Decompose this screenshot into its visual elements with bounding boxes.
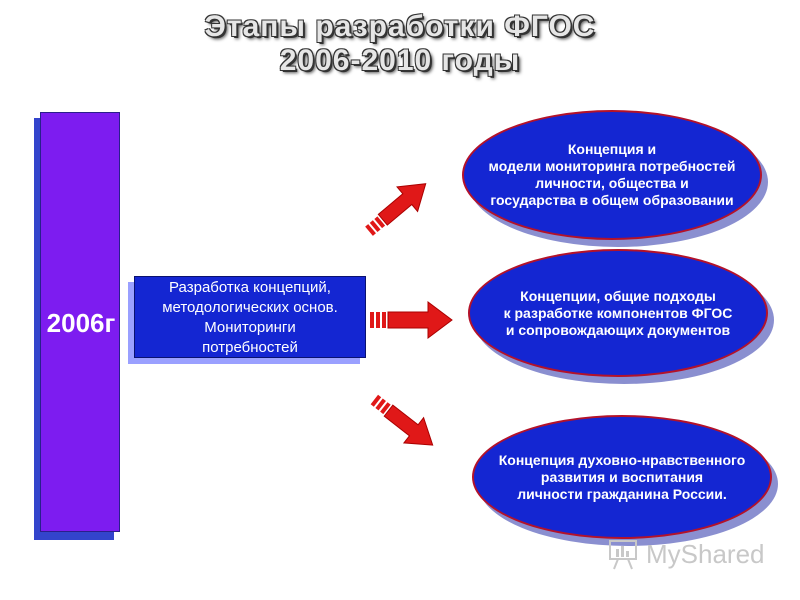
watermark-text: MyShared [646,538,765,569]
output-ellipse-3: Концепция духовно-нравственного развития… [472,415,772,539]
title-line-1: Этапы разработки ФГОС [204,10,596,43]
arrow-right-icon [370,301,453,339]
ellipse-1-line: личности, общества и [535,175,689,191]
ellipse-2-line: Концепции, общие подходы [520,287,716,304]
concept-line: Разработка концепций, [169,279,331,296]
output-ellipse-2: Концепции, общие подходы к разработке ко… [468,249,768,377]
arrow-down-right-icon [370,394,434,446]
ellipse-3-line: личности гражданина России. [517,485,727,502]
ellipse-1-line: государства в общем образовании [490,192,734,208]
ellipse-3-line: Концепция духовно-нравственного [498,451,746,468]
year-label: 2006г [46,308,116,338]
output-ellipse-1: Концепция и модели мониторинга потребнос… [462,110,762,240]
ellipse-2-line: и сопровождающих документов [505,321,731,338]
concept-line: методологических основ. [162,299,338,316]
year-bar [40,112,120,532]
arrow-up-right-icon [365,183,427,236]
presentation-board-icon [609,540,637,570]
title-line-2: 2006-2010 годы [279,44,521,77]
ellipse-1-line: модели мониторинга потребностей [488,158,736,174]
ellipse-1-line: Концепция и [567,141,657,157]
slide-title: Этапы разработки ФГОС 2006-2010 годы [0,10,800,78]
ellipse-2-line: к разработке компонентов ФГОС [503,304,733,321]
concept-box: Разработка концепций, методологических о… [134,276,366,358]
ellipse-3-line: развития и воспитания [540,468,704,485]
concept-line: потребностей [202,339,298,356]
watermark: MyShared [608,536,765,572]
concept-line: Мониторинги [204,319,296,336]
